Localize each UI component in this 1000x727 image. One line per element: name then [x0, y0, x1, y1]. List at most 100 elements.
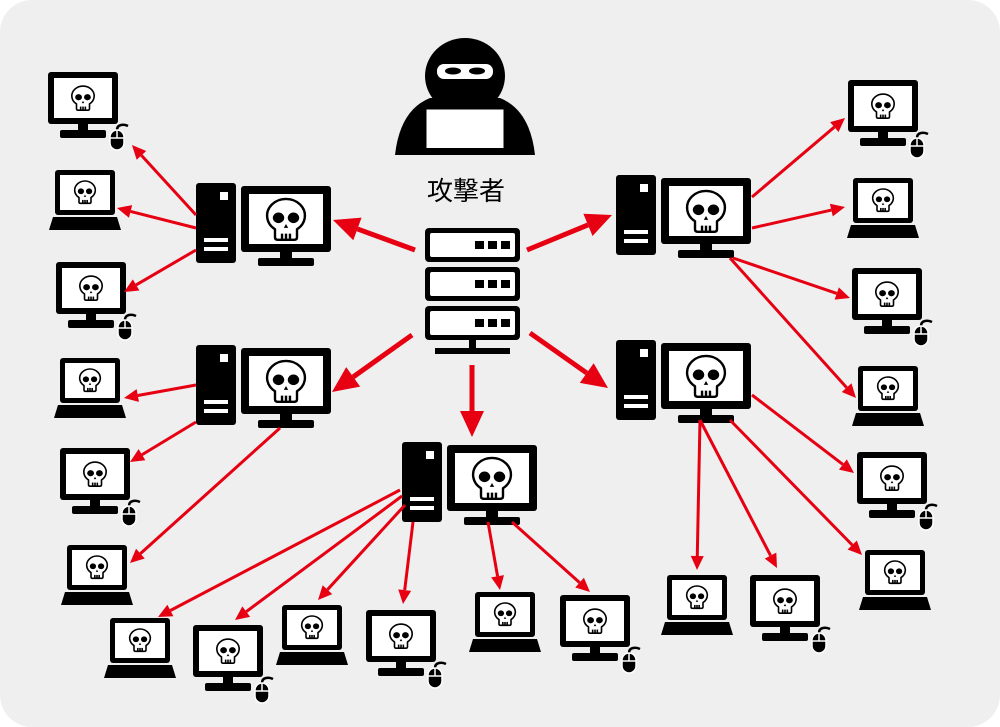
attacker-laptop-base — [415, 148, 515, 154]
arrow-head — [579, 363, 608, 388]
skull-eye-right — [884, 102, 891, 109]
server-unit-panel — [430, 233, 515, 257]
skull-outline — [885, 561, 906, 583]
skull-icon — [881, 466, 903, 490]
arrow-shaft — [351, 332, 414, 379]
skull-nose — [95, 569, 99, 572]
skull-outline — [473, 458, 511, 499]
skull-nose — [88, 382, 92, 385]
skull-eye-left — [272, 374, 285, 386]
skull-outline — [876, 282, 898, 306]
arrow-shaft — [751, 125, 836, 199]
arrow-shaft — [169, 488, 401, 612]
infected-pc-icon — [616, 175, 751, 258]
infected-pc-icon — [616, 340, 751, 423]
infected-desktop-icon — [60, 448, 141, 527]
mouse-icon — [811, 626, 831, 654]
monitor-stand — [887, 504, 897, 512]
attacker-icon — [395, 38, 535, 155]
tower-case — [616, 175, 656, 255]
skull-eye-left — [875, 102, 882, 109]
arrow-shaft — [695, 419, 702, 557]
monitor-stand — [590, 647, 600, 655]
skull-icon — [84, 462, 106, 486]
skull-eye-right — [229, 647, 236, 654]
arrow-shaft — [526, 222, 589, 253]
server-led — [488, 280, 497, 288]
infected-laptop-icon — [61, 545, 133, 605]
monitor-base — [68, 320, 114, 328]
infected-desktop-icon — [366, 610, 447, 689]
skull-outline — [774, 589, 796, 613]
skull-outline — [217, 639, 239, 663]
arrow-shaft — [728, 418, 854, 547]
pc-tower-icon — [402, 442, 442, 522]
laptop-keyboard-base — [49, 217, 121, 230]
infected-desktop-icon — [750, 575, 831, 654]
arrow-head — [332, 367, 361, 392]
arrow-head — [124, 389, 139, 402]
tower-slot — [204, 400, 228, 404]
infection-arrow — [158, 488, 401, 617]
mouse-icon — [117, 313, 137, 341]
skull-eye-right — [96, 470, 103, 477]
skull-outline — [872, 94, 894, 118]
tower-slot — [624, 404, 648, 408]
attacker-eye-right — [469, 67, 485, 75]
skull-eye-right — [97, 563, 105, 570]
monitor-base — [762, 633, 808, 641]
skull-nose — [83, 194, 87, 197]
skull-eye-left — [132, 636, 140, 643]
server-unit — [425, 228, 520, 262]
laptop-keyboard-base — [54, 405, 126, 418]
infected-desktop-icon — [560, 595, 641, 674]
pc-tower-icon — [196, 183, 236, 263]
arrow-shaft — [356, 226, 416, 253]
arrow-head — [690, 555, 704, 570]
skull-eye-right — [786, 597, 793, 604]
mouse-icon — [909, 131, 929, 159]
monitor-stand — [882, 320, 892, 328]
skull-eye-right — [596, 617, 603, 624]
server-icon — [425, 228, 520, 354]
infection-arrow — [728, 418, 862, 555]
infection-arrows — [117, 118, 862, 620]
monitor-stand — [86, 314, 96, 322]
skull-outline — [878, 377, 899, 399]
arrow-shaft — [510, 520, 581, 584]
infection-arrow — [124, 248, 197, 292]
skull-eye-right — [883, 196, 891, 203]
monitor-base — [258, 420, 314, 428]
skull-eye-left — [879, 290, 886, 297]
skull-eye-left — [89, 563, 97, 570]
server-led — [475, 241, 484, 249]
tower-drive — [220, 354, 228, 362]
arrow-shaft — [751, 393, 844, 466]
infected-pc-icon — [196, 183, 331, 266]
arrow-head — [124, 279, 140, 292]
skull-outline — [80, 276, 102, 300]
skull-icon — [217, 639, 239, 663]
arrow-head — [460, 411, 484, 437]
skull-eye-left — [87, 470, 94, 477]
monitor-base — [678, 250, 734, 258]
monitor-base — [72, 506, 118, 514]
infection-arrow — [690, 419, 704, 570]
skull-eye-left — [82, 376, 90, 383]
arrow-head — [764, 552, 777, 568]
monitor-base — [378, 668, 424, 676]
arrow-head — [235, 606, 251, 620]
laptop-keyboard-base — [859, 597, 931, 610]
skull-outline — [302, 616, 323, 638]
mouse-icon — [254, 676, 274, 704]
infected-desktop-icon — [56, 262, 137, 341]
arrow-head — [132, 145, 147, 160]
skull-outline — [87, 556, 108, 578]
skull-eye-left — [77, 188, 85, 195]
tower-drive — [220, 192, 228, 200]
tower-case — [616, 340, 656, 420]
skull-eye-left — [887, 568, 895, 575]
arrow-shaft — [141, 420, 197, 457]
laptop-keyboard-base — [847, 225, 919, 238]
